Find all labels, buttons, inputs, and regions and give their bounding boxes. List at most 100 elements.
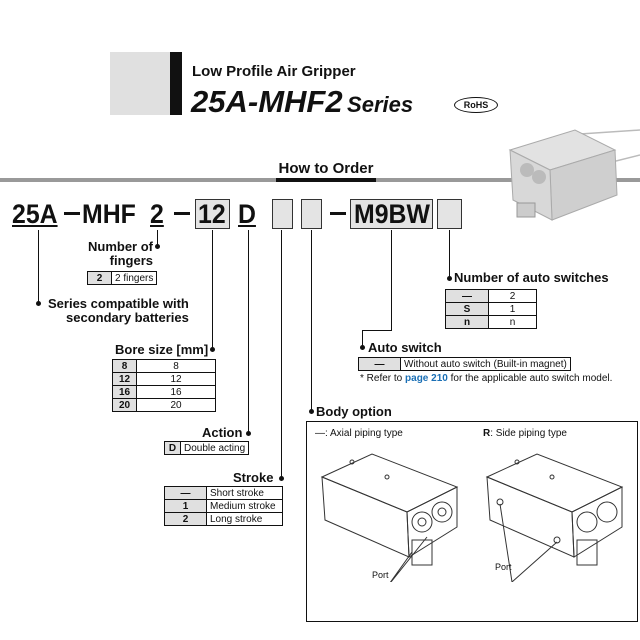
table-value: Double acting [179, 441, 250, 455]
side-text: : Side piping type [490, 428, 567, 439]
table-key: — [445, 289, 489, 303]
body-option-box: —: Axial piping type R: Side piping type… [306, 421, 638, 622]
model-name: 25A-MHF2 [191, 84, 343, 119]
num-switches-label: Number of auto switches [454, 270, 609, 285]
section-line-accent [276, 178, 376, 182]
table-value: n [488, 315, 537, 329]
code-stroke-box [272, 199, 293, 229]
axial-key: — [315, 428, 325, 439]
table-value: Short stroke [206, 486, 283, 500]
section-title: How to Order [278, 160, 374, 177]
table-key: S [445, 302, 489, 316]
rohs-badge: RoHS [454, 97, 498, 113]
axial-text: : Axial piping type [325, 428, 403, 439]
table-key: D [164, 441, 181, 455]
note-text: for the applicable auto switch model. [447, 373, 613, 384]
bore-label: Bore size [mm] [115, 342, 209, 357]
code-switch-box [350, 199, 433, 229]
table-value: Long stroke [206, 512, 283, 526]
code-bore-box [195, 199, 230, 229]
table-value: 1 [488, 302, 537, 316]
code-fingers: 2 [150, 199, 164, 229]
header-gray-block [110, 52, 170, 115]
leader-dot [360, 345, 365, 350]
table-key: 12 [112, 372, 137, 386]
table-value: 16 [136, 385, 216, 399]
table-value: Without auto switch (Built-in magnet) [400, 357, 571, 371]
series-note-line1: Series compatible with [48, 296, 189, 311]
leader-dot [246, 431, 251, 436]
series-label: Series [347, 92, 414, 117]
table-value: 2 [488, 289, 537, 303]
table-value: 2 fingers [110, 271, 158, 285]
fingers-label-line1: Number of [88, 239, 153, 254]
table-value: 12 [136, 372, 216, 386]
fingers-label-line2: fingers [109, 253, 153, 268]
leader-line [248, 230, 250, 433]
side-piping-drawing [485, 453, 624, 582]
code-body-option-box [301, 199, 322, 229]
leader-dot [155, 244, 160, 249]
port-label: Port [495, 562, 512, 572]
leader-dot [447, 276, 452, 281]
code-separator [330, 212, 346, 215]
code-mhf: MHF [82, 199, 136, 229]
leader-line [449, 230, 451, 278]
table-key: 2 [87, 271, 112, 285]
page-title: 25A-MHF2 Series [191, 84, 413, 120]
leader-line [362, 330, 392, 332]
table-key: 16 [112, 385, 137, 399]
port-label: Port [372, 570, 389, 580]
leader-dot [210, 347, 215, 352]
side-piping-caption: R: Side piping type [483, 428, 567, 439]
table-key: 8 [112, 359, 137, 373]
table-key: n [445, 315, 489, 329]
table-key: — [358, 357, 401, 371]
table-key: 2 [164, 512, 207, 526]
table-row: —Short stroke [164, 486, 283, 500]
action-label: Action [202, 425, 243, 440]
table-value: 8 [136, 359, 216, 373]
axial-piping-caption: —: Axial piping type [315, 428, 403, 439]
table-value: 20 [136, 398, 216, 412]
leader-dot [309, 409, 314, 414]
code-prefix: 25A [12, 199, 58, 229]
product-photo [508, 129, 640, 221]
code-action: D [238, 199, 256, 229]
page-210-link[interactable]: page 210 [405, 373, 448, 384]
code-switch: M9BW [354, 199, 430, 229]
side-key: R [483, 428, 491, 439]
table-row: —2 [445, 289, 537, 303]
code-switch-count-box [437, 199, 462, 229]
auto-switch-table: —Without auto switch (Built-in magnet) [358, 357, 571, 371]
stroke-label: Stroke [233, 470, 274, 485]
table-row: —Without auto switch (Built-in magnet) [358, 357, 571, 371]
table-value: Medium stroke [206, 499, 283, 513]
leader-line [311, 230, 313, 412]
table-key: — [164, 486, 207, 500]
leader-dot [36, 301, 41, 306]
leader-line [212, 230, 214, 349]
header-black-bar [170, 52, 182, 115]
leader-line [281, 230, 283, 478]
series-note-line2: secondary batteries [66, 310, 189, 325]
header-subtitle: Low Profile Air Gripper [192, 63, 356, 80]
auto-switch-note: * Refer to page 210 for the applicable a… [360, 373, 612, 384]
leader-dot [279, 476, 284, 481]
leader-line [391, 230, 393, 331]
table-key: 1 [164, 499, 207, 513]
